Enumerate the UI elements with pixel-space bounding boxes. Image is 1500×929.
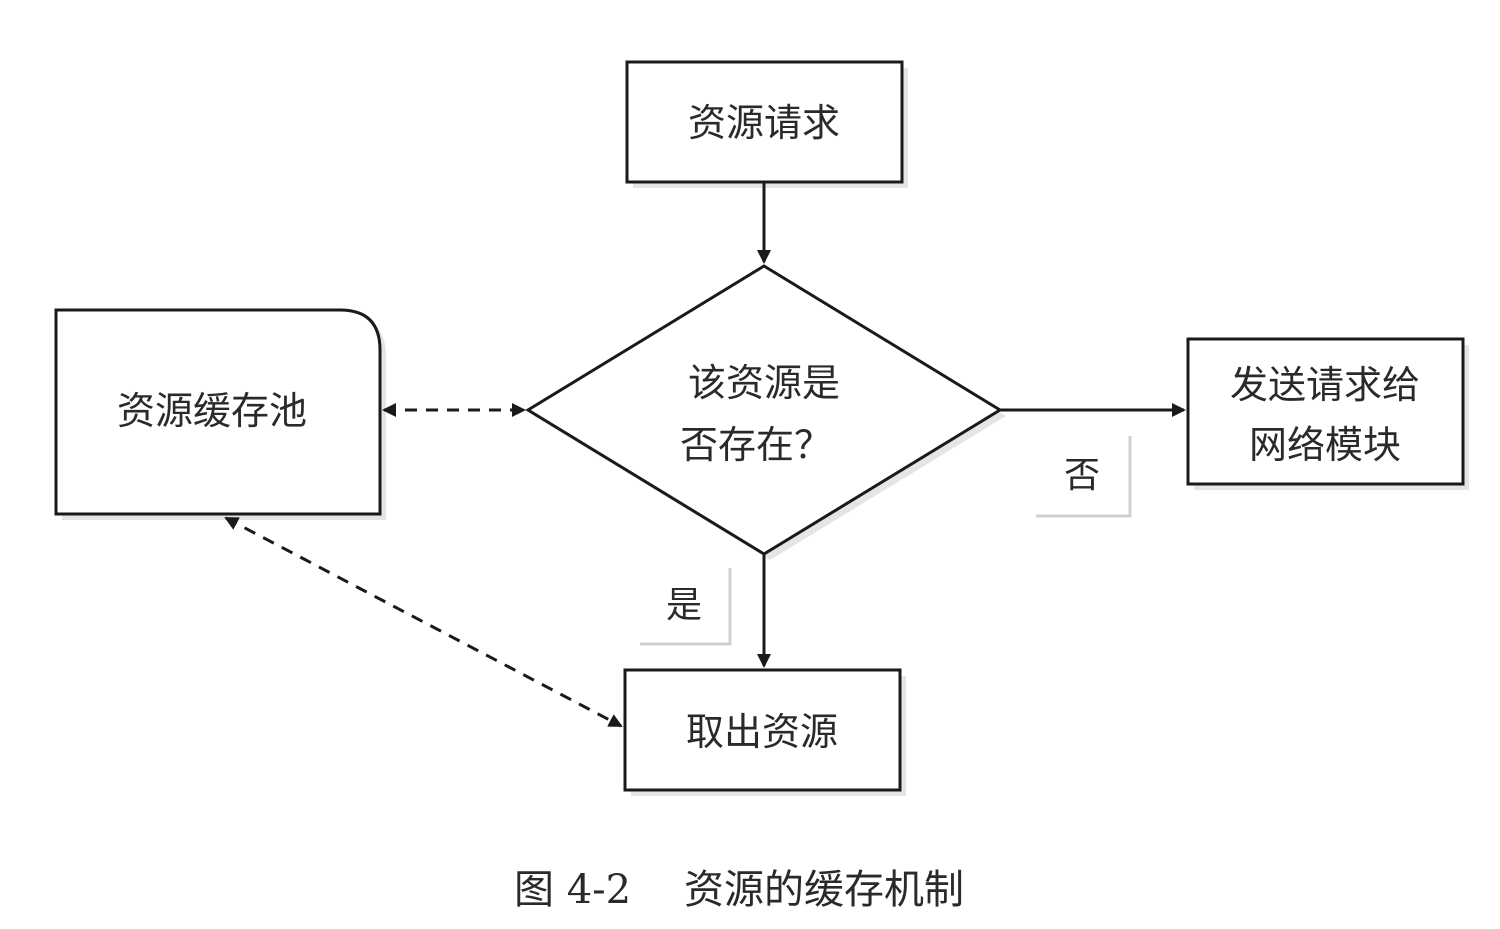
node-send-to-network-line1: 发送请求给 [1230,363,1420,407]
node-decision-line1: 该资源是 [688,361,840,405]
node-resource-request: 资源请求 [625,60,908,188]
node-resource-cache-pool: 资源缓存池 [54,308,386,520]
node-decision-exists: 该资源是 否存在？ [525,264,1006,560]
node-send-to-network-line2: 网络模块 [1249,423,1401,467]
edge-label-yes-text: 是 [666,585,702,626]
node-resource-request-label: 资源请求 [688,101,840,145]
node-fetch-resource: 取出资源 [623,668,906,796]
node-send-to-network: 发送请求给 网络模块 [1186,337,1469,490]
node-resource-cache-pool-label: 资源缓存池 [117,389,307,433]
figure-title: 资源的缓存机制 [684,867,964,913]
edge-label-no-text: 否 [1064,455,1100,496]
edge-label-no: 否 [1036,436,1132,518]
node-fetch-resource-label: 取出资源 [686,710,838,754]
edge-label-yes: 是 [640,568,732,646]
node-decision-line2: 否存在？ [680,423,832,467]
figure-number: 图 4-2 [514,867,631,913]
edge-cache-fetch-bidirectional [224,516,623,728]
